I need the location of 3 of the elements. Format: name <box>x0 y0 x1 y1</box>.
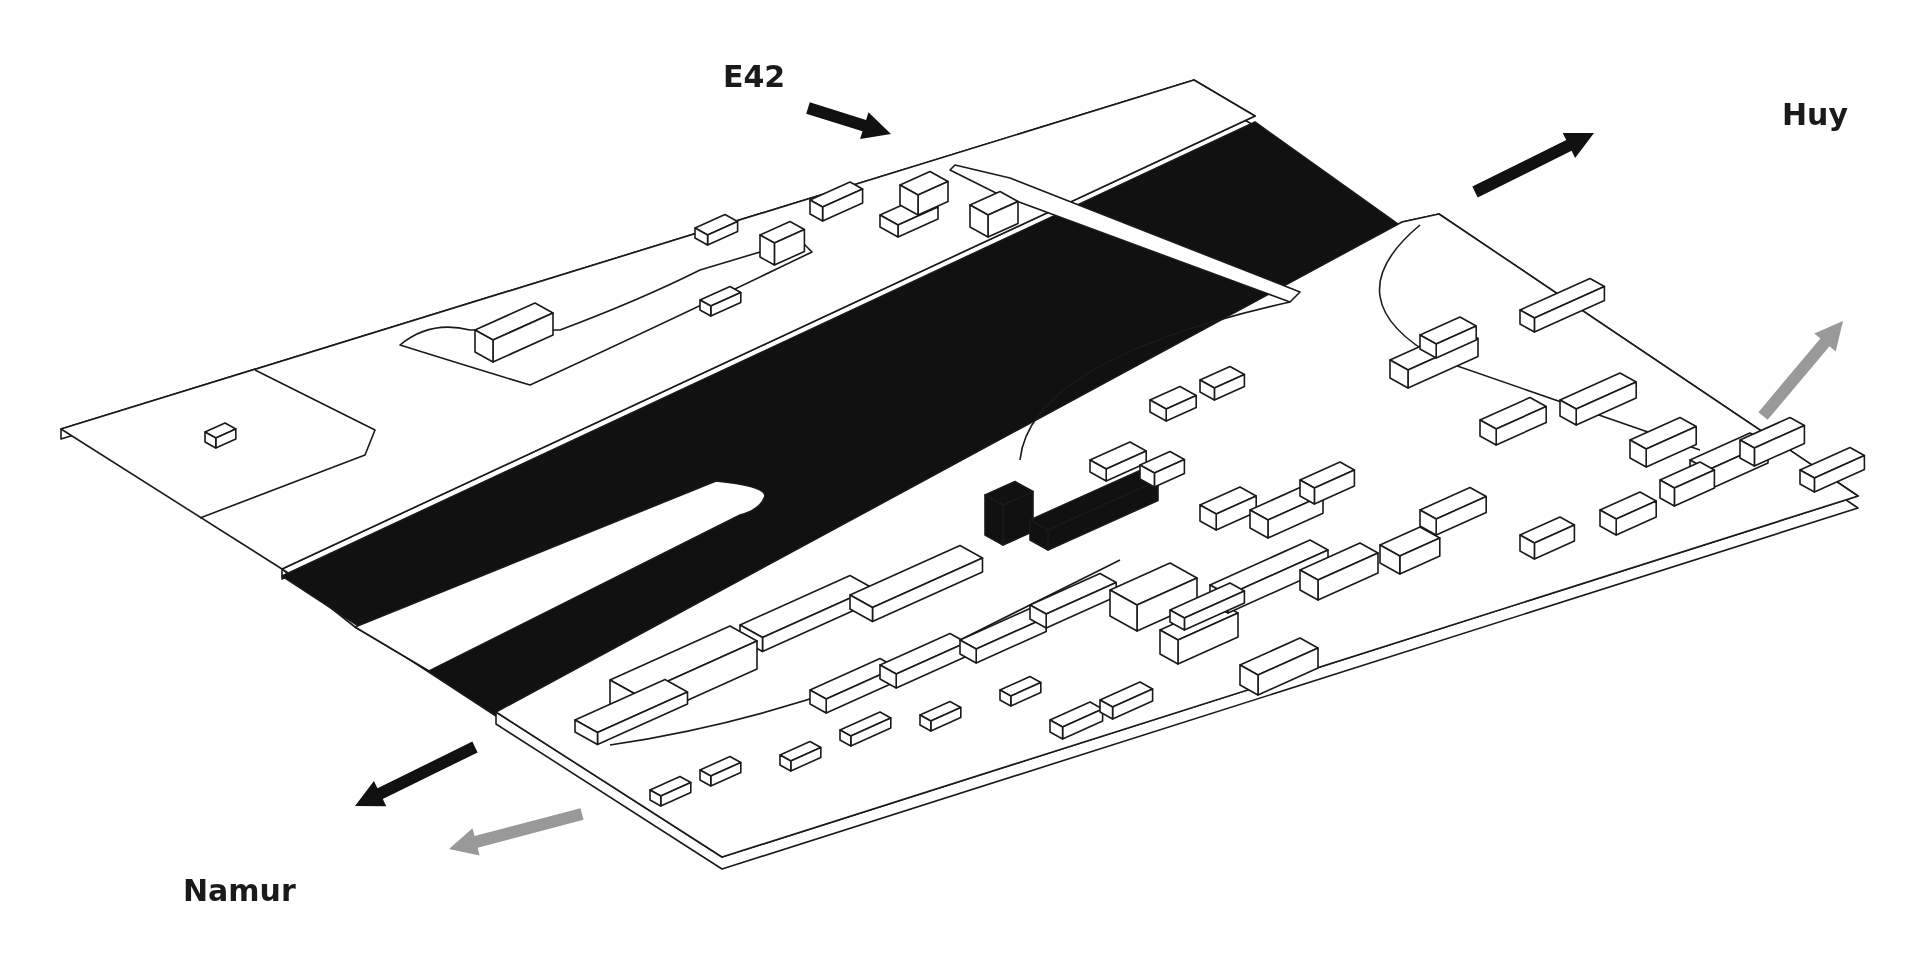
place-label: Namur <box>183 876 296 906</box>
place-label: Huy <box>1782 100 1849 130</box>
place-label: E42 <box>723 62 786 92</box>
